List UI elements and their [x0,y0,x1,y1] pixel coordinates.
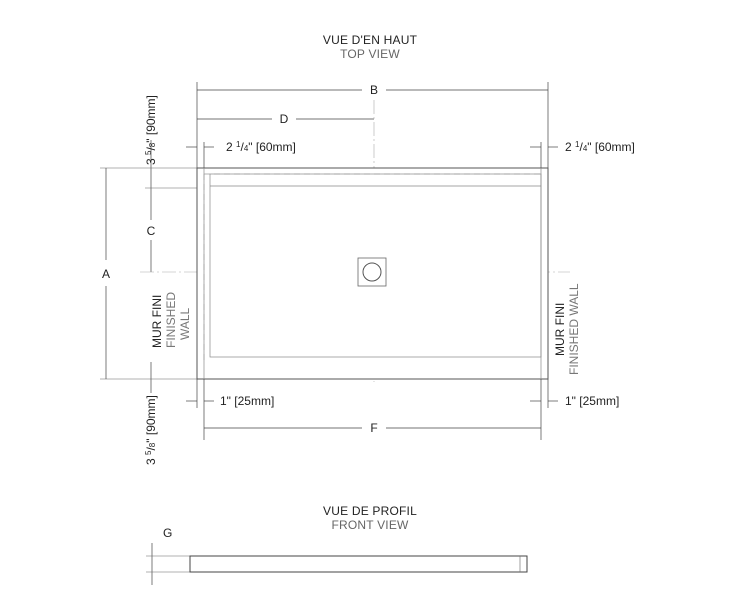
dim-a-label: A [102,267,110,281]
front-view-title-en: FRONT VIEW [331,518,409,532]
top-view-title-fr: VUE D'EN HAUT [323,33,418,47]
right-offset-label: 2 1/4" [60mm] [565,140,635,154]
left-offset-label: 2 1/4" [60mm] [226,140,296,154]
bottom-offset-label: 3 5/8" [90mm] [144,395,158,465]
left-margin-label: 1" [25mm] [220,394,274,408]
right-margin-label: 1" [25mm] [565,394,619,408]
right-wall-en: FINISHED WALL [567,283,581,375]
left-wall-en2: WALL [178,307,192,340]
dim-b-label: B [370,83,378,97]
drain-icon [362,262,382,282]
dim-d-label: D [280,112,289,126]
dim-g-label: G [163,526,172,540]
dim-c-label: C [147,224,156,238]
left-wall-fr: MUR FINI [150,295,164,348]
right-wall-fr: MUR FINI [553,303,567,356]
dim-f-label: F [370,421,377,435]
left-wall-en: FINISHED [164,292,178,348]
front-view-title-fr: VUE DE PROFIL [323,504,417,518]
top-offset-label: 3 5/8" [90mm] [144,95,158,165]
top-view-title-en: TOP VIEW [340,47,400,61]
front-view-profile [189,555,528,573]
